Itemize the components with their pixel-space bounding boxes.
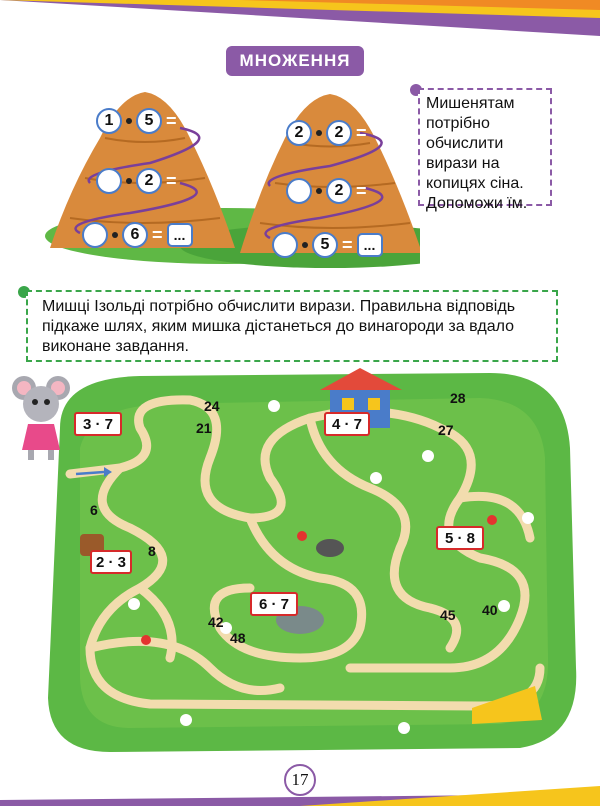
expression-left-3: 6 = ... (82, 222, 193, 248)
operand-a[interactable] (96, 168, 122, 194)
multiply-dot (112, 232, 118, 238)
maze-card: 6 · 7 (250, 592, 298, 616)
answer-box[interactable]: ... (356, 233, 383, 257)
maze-illustration (48, 368, 577, 752)
task2-instruction: Мишці Ізольді потрібно обчислити вирази.… (26, 290, 558, 362)
maze-card: 5 · 8 (436, 526, 484, 550)
maze-number: 42 (208, 614, 224, 630)
equals-sign: = (356, 122, 367, 143)
maze-number: 8 (148, 543, 156, 559)
expression-left-1: 1 5 = (96, 108, 177, 134)
operand-a: 2 (286, 120, 312, 146)
multiply-dot (316, 188, 322, 194)
page-title: МНОЖЕННЯ (226, 46, 364, 76)
multiply-dot (302, 242, 308, 248)
equals-sign: = (356, 180, 367, 201)
equals-sign: = (152, 224, 163, 245)
maze-number: 27 (438, 422, 454, 438)
equals-sign: = (342, 234, 353, 255)
maze-number: 40 (482, 602, 498, 618)
multiply-dot (126, 178, 132, 184)
maze-card: 3 · 7 (74, 412, 122, 436)
task1-instruction: Мишенятам потрібно обчислити вирази на к… (418, 88, 552, 212)
multiply-dot (126, 118, 132, 124)
expression-left-2: 2 = (96, 168, 177, 194)
maze-card: 4 · 7 (324, 412, 370, 436)
equals-sign: = (166, 110, 177, 131)
operand-a[interactable]: 1 (96, 108, 122, 134)
operand-b: 2 (326, 178, 352, 204)
flower-icons (128, 400, 534, 734)
operand-b: 2 (136, 168, 162, 194)
operand-a[interactable] (272, 232, 298, 258)
maze-number: 28 (450, 390, 466, 406)
maze-card: 2 · 3 (90, 550, 132, 574)
cheese-icon (472, 686, 542, 724)
maze-number: 24 (204, 398, 220, 414)
operand-a[interactable] (286, 178, 312, 204)
bottom-stripes (0, 786, 600, 806)
maze-number: 45 (440, 607, 456, 623)
expression-right-1: 2 2 = (286, 120, 367, 146)
operand-b: 2 (326, 120, 352, 146)
maze-number: 48 (230, 630, 246, 646)
operand-a[interactable] (82, 222, 108, 248)
maze-number: 6 (90, 502, 98, 518)
mouse-icon (12, 376, 70, 460)
expression-right-3: 5 = ... (272, 232, 383, 258)
multiply-dot (316, 130, 322, 136)
equals-sign: = (166, 170, 177, 191)
operand-b: 5 (136, 108, 162, 134)
operand-b: 6 (122, 222, 148, 248)
answer-box[interactable]: ... (166, 223, 193, 247)
top-stripes (0, 0, 600, 36)
page-number: 17 (284, 764, 316, 796)
rock-icon (316, 539, 344, 557)
maze-number: 21 (196, 420, 212, 436)
operand-b: 5 (312, 232, 338, 258)
expression-right-2: 2 = (286, 178, 367, 204)
